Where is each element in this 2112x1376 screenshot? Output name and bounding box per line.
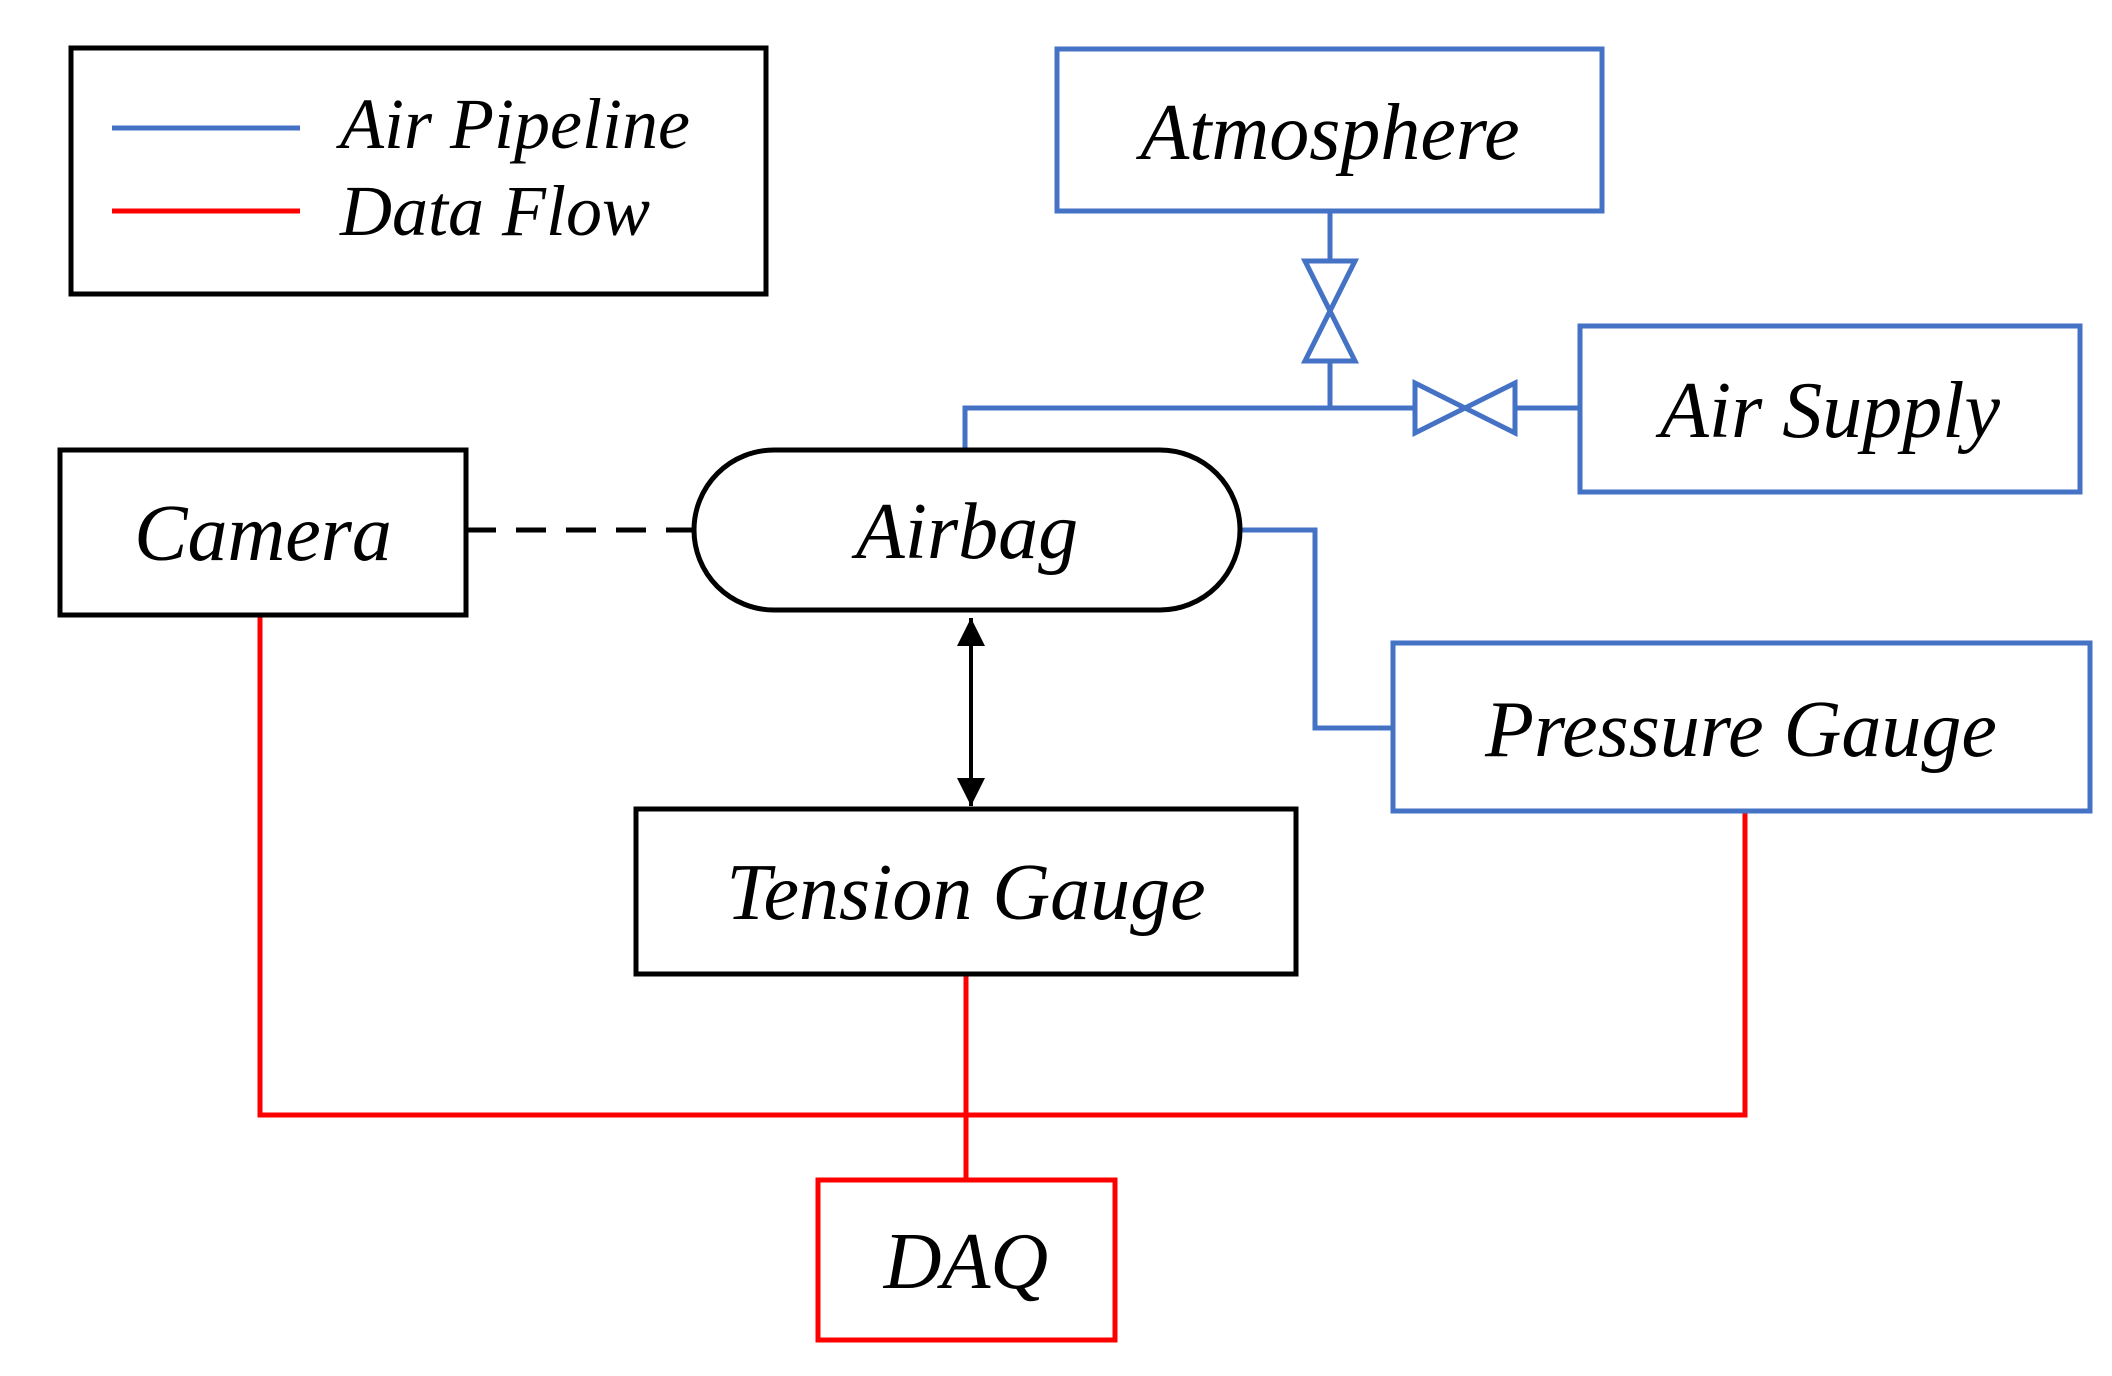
valve-atmosphere-icon: [1300, 258, 1360, 364]
node-atmosphere: Atmosphere: [1054, 46, 1605, 214]
legend-air-pipeline-label: Air Pipeline: [336, 84, 690, 164]
pipe-airbag-to-junction: [962, 405, 1330, 450]
node-tension-gauge: Tension Gauge: [633, 806, 1299, 977]
node-atmosphere-label: Atmosphere: [1135, 89, 1519, 177]
node-daq: DAQ: [815, 1177, 1118, 1343]
data-flow-lines: [257, 615, 1748, 1180]
node-daq-label: DAQ: [883, 1218, 1048, 1306]
node-pressure-gauge-label: Pressure Gauge: [1484, 686, 1997, 774]
legend-data-flow-label: Data Flow: [339, 171, 650, 251]
node-camera-label: Camera: [134, 490, 392, 578]
legend-box: [68, 45, 769, 297]
legend: Air Pipeline Data Flow: [68, 45, 769, 297]
node-camera: Camera: [57, 447, 469, 618]
node-air-supply: Air Supply: [1577, 323, 2083, 495]
node-air-supply-label: Air Supply: [1655, 367, 2000, 455]
valve-air-supply-icon: [1412, 378, 1518, 438]
node-tension-gauge-label: Tension Gauge: [726, 849, 1205, 937]
air-pipelines: [962, 211, 1580, 731]
pipe-airbag-to-pressure-gauge: [1240, 527, 1393, 731]
data-pressure-gauge-to-bus: [966, 811, 1748, 1118]
node-pressure-gauge: Pressure Gauge: [1390, 640, 2093, 814]
node-airbag: Airbag: [691, 447, 1243, 613]
node-airbag-label: Airbag: [851, 488, 1078, 576]
data-camera-to-bus: [257, 615, 966, 1118]
